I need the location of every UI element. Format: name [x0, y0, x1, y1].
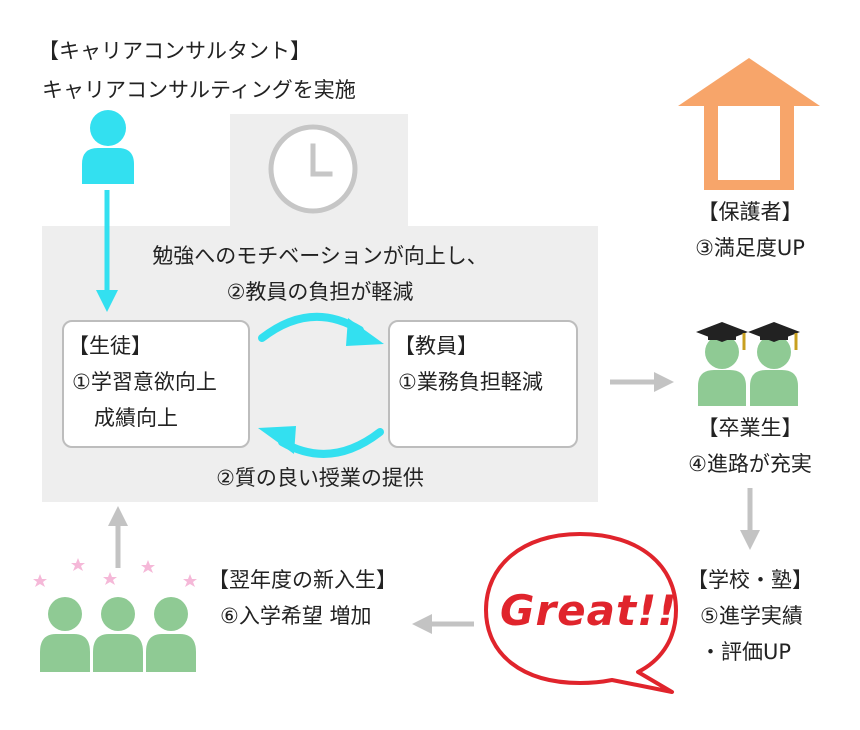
student-line1: ①学習意欲向上 — [72, 370, 217, 394]
bubble-to-new-students-arrow — [412, 614, 474, 634]
graduate-line1: ④進路が充実 — [688, 452, 812, 476]
great-text: Great!! — [500, 586, 678, 635]
student-title: 【生徒】 — [68, 334, 152, 358]
student-to-teacher-arrow — [258, 312, 384, 346]
student-line2: 成績向上 — [94, 406, 178, 430]
consultant-role: キャリアコンサルティングを実施 — [42, 78, 356, 102]
teacher-title: 【教員】 — [394, 334, 478, 358]
classroom-bottom-line: ②質の良い授業の提供 — [216, 466, 424, 490]
graduate-to-school-arrow — [740, 488, 760, 550]
teacher-to-student-arrow — [258, 426, 384, 458]
new-students-title: 【翌年度の新入生】 — [208, 568, 397, 592]
teacher-card: 【教員】 ①業務負担軽減 — [388, 320, 578, 448]
student-card: 【生徒】 ①学習意欲向上 成績向上 — [62, 320, 250, 448]
teacher-line1: ①業務負担軽減 — [398, 370, 543, 394]
consultant-to-student-arrow — [96, 190, 118, 312]
new-students-to-classroom-arrow — [108, 506, 128, 568]
graduate-title: 【卒業生】 — [697, 416, 803, 440]
school-line2: ・評価UP — [700, 640, 792, 664]
speech-bubble — [484, 532, 678, 694]
graduates-icon — [696, 322, 800, 406]
new-students-icon — [40, 597, 196, 672]
school-title: 【学校・塾】 — [687, 568, 813, 592]
classroom-to-graduate-arrow — [610, 372, 674, 392]
consultant-title: 【キャリアコンサルタント】 — [38, 39, 311, 63]
classroom-teacher-effect: ②教員の負担が軽減 — [226, 280, 414, 304]
sparkle-icons — [33, 558, 197, 587]
house-icon — [678, 58, 820, 190]
guardian-line1: ③満足度UP — [695, 236, 805, 260]
new-students-line1: ⑥入学希望 増加 — [220, 604, 372, 628]
clock-icon — [268, 124, 358, 214]
classroom-top-line: 勉強へのモチベーションが向上し、 — [152, 244, 488, 268]
consultant-person-icon — [82, 110, 134, 184]
guardian-title: 【保護者】 — [697, 200, 803, 224]
school-line1: ⑤進学実績 — [700, 604, 803, 628]
